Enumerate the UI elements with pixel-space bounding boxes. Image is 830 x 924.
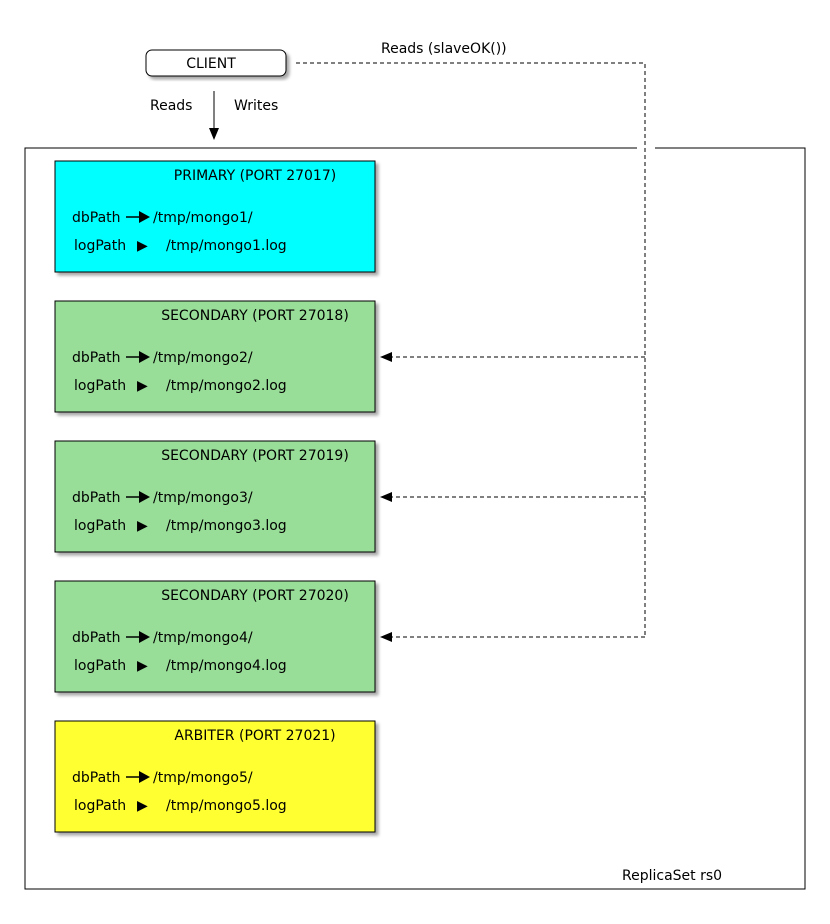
node-primary-27017[interactable]: PRIMARY (PORT 27017) dbPath/tmp/mongo1/lo… xyxy=(54,160,376,273)
db-arrow-icon xyxy=(139,351,150,363)
node-secondary-27018[interactable]: SECONDARY (PORT 27018) dbPath/tmp/mongo2/… xyxy=(54,300,376,413)
replica-set-label: ReplicaSet rs0 xyxy=(622,868,722,884)
edge-writes-label: Writes xyxy=(234,98,278,114)
db-path-label: dbPath xyxy=(72,350,121,366)
db-path-value: /tmp/mongo1/ xyxy=(153,210,253,226)
node-arbiter-27021[interactable]: ARBITER (PORT 27021) dbPath/tmp/mongo5/lo… xyxy=(54,720,376,833)
replica-nodes: PRIMARY (PORT 27017) dbPath/tmp/mongo1/lo… xyxy=(54,160,376,833)
client-to-primary-edge: Reads Writes xyxy=(150,91,278,140)
db-arrow-icon xyxy=(139,491,150,503)
dashed-branch-secondary-27019 xyxy=(380,492,645,502)
log-path-label: logPath xyxy=(74,378,126,394)
db-path-label: dbPath xyxy=(72,210,121,226)
log-arrow-icon: ▶ xyxy=(137,658,148,674)
node-box xyxy=(54,720,376,833)
dashed-branch-secondary-27020 xyxy=(380,632,645,642)
node-secondary-27019[interactable]: SECONDARY (PORT 27019) dbPath/tmp/mongo3/… xyxy=(54,440,376,553)
db-path-value: /tmp/mongo2/ xyxy=(153,350,253,366)
log-arrow-icon: ▶ xyxy=(137,378,148,394)
db-path-label: dbPath xyxy=(72,770,121,786)
log-path-value: /tmp/mongo4.log xyxy=(166,658,287,674)
node-title: PRIMARY (PORT 27017) xyxy=(174,168,336,184)
dashed-branch-secondary-27018 xyxy=(380,352,645,362)
client-node[interactable]: CLIENT xyxy=(145,49,287,77)
node-title: SECONDARY (PORT 27018) xyxy=(161,308,349,324)
log-path-label: logPath xyxy=(74,798,126,814)
client-label: CLIENT xyxy=(186,56,236,72)
log-arrow-icon: ▶ xyxy=(137,238,148,254)
log-arrow-icon: ▶ xyxy=(137,518,148,534)
db-arrow-icon xyxy=(139,631,150,643)
log-path-value: /tmp/mongo1.log xyxy=(166,238,287,254)
node-secondary-27020[interactable]: SECONDARY (PORT 27020) dbPath/tmp/mongo4/… xyxy=(54,580,376,693)
node-title: SECONDARY (PORT 27020) xyxy=(161,588,349,604)
db-path-value: /tmp/mongo5/ xyxy=(153,770,253,786)
node-box xyxy=(54,300,376,413)
edge-reads-label: Reads xyxy=(150,98,192,114)
node-title: ARBITER (PORT 27021) xyxy=(174,728,335,744)
log-path-value: /tmp/mongo5.log xyxy=(166,798,287,814)
db-path-value: /tmp/mongo4/ xyxy=(153,630,253,646)
node-box xyxy=(54,580,376,693)
replica-set-container: ReplicaSet rs0 xyxy=(24,147,806,890)
db-arrow-icon xyxy=(139,771,150,783)
db-path-label: dbPath xyxy=(72,490,121,506)
node-title: SECONDARY (PORT 27019) xyxy=(161,448,349,464)
db-arrow-icon xyxy=(139,211,150,223)
db-path-label: dbPath xyxy=(72,630,121,646)
log-path-label: logPath xyxy=(74,658,126,674)
slave-reads-edge: Reads (slaveOK()) xyxy=(296,41,646,642)
log-path-value: /tmp/mongo3.log xyxy=(166,518,287,534)
node-box xyxy=(54,160,376,273)
log-path-value: /tmp/mongo2.log xyxy=(166,378,287,394)
node-box xyxy=(54,440,376,553)
edge-reads-slave-label: Reads (slaveOK()) xyxy=(381,41,507,57)
log-path-label: logPath xyxy=(74,238,126,254)
db-path-value: /tmp/mongo3/ xyxy=(153,490,253,506)
log-arrow-icon: ▶ xyxy=(137,798,148,814)
log-path-label: logPath xyxy=(74,518,126,534)
